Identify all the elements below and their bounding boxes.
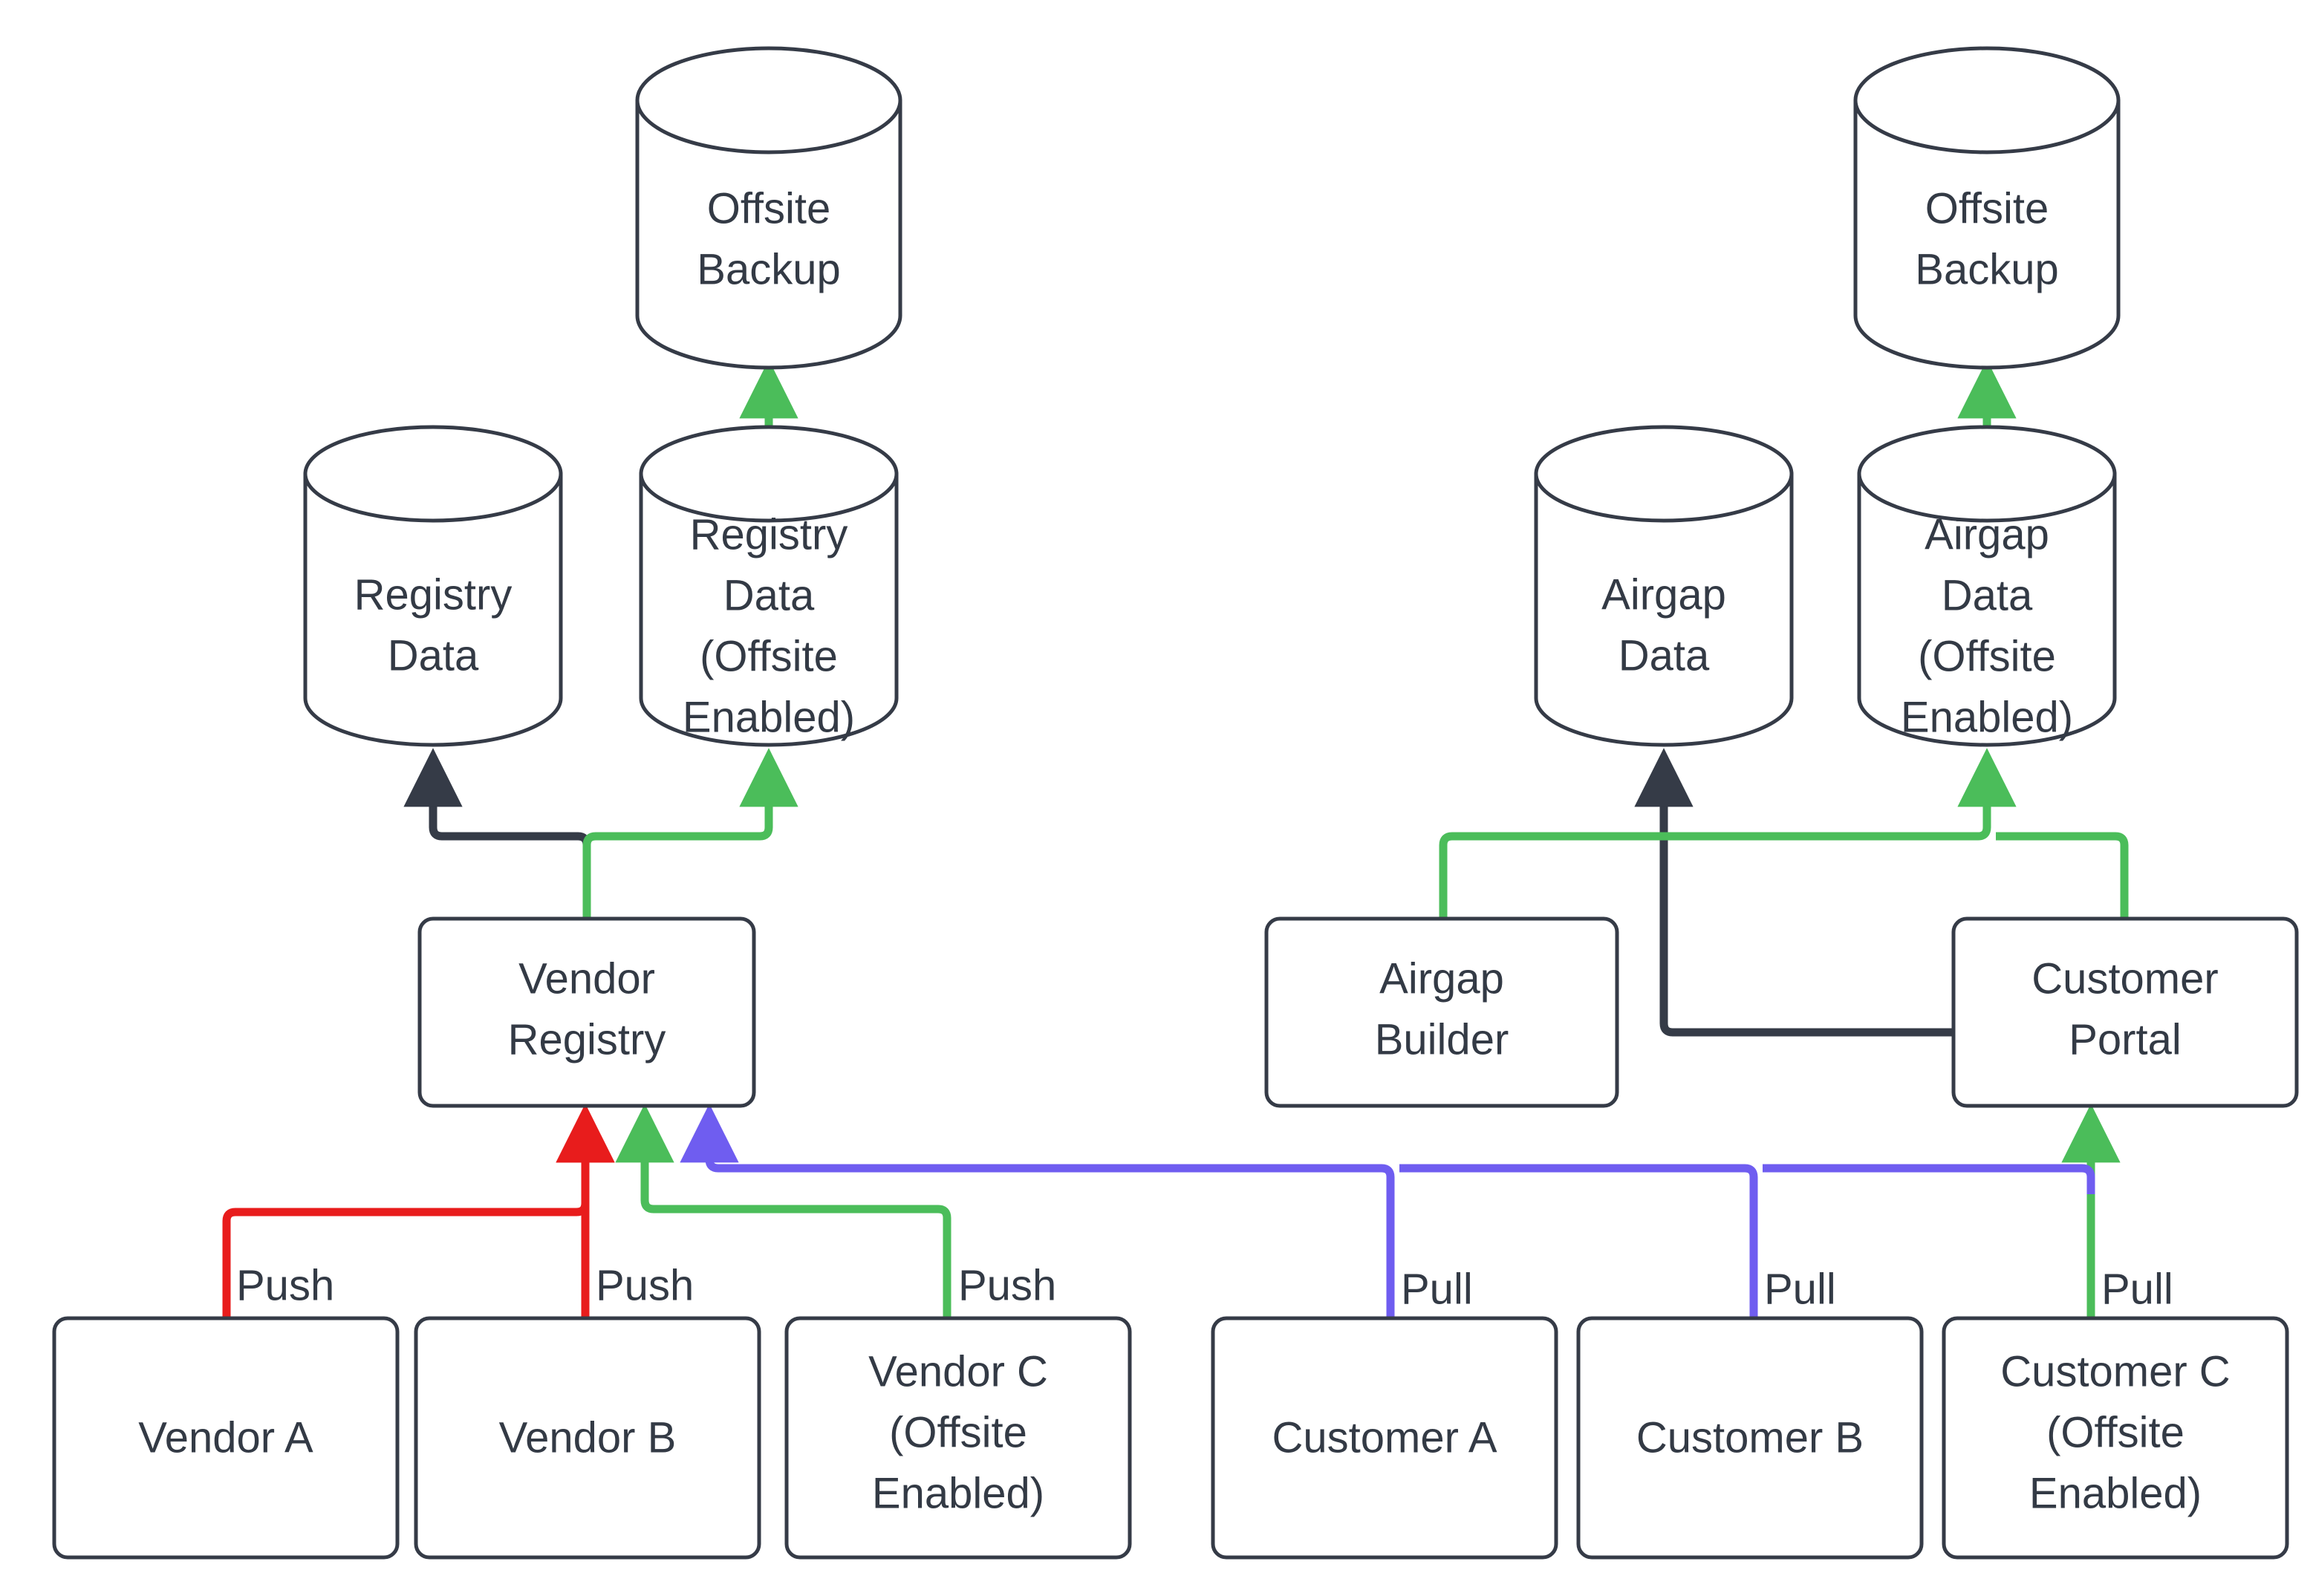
edge-customer-a-pull [680, 1104, 1395, 1317]
node-label-line: Enabled) [683, 693, 855, 741]
node-airgap-builder[interactable]: Airgap Builder [1264, 916, 1619, 1108]
edge-label-customer-c-pull: Pull [2101, 1265, 2173, 1313]
cylinder-top [1853, 46, 2121, 154]
node-label-line: Portal [2069, 1015, 2182, 1064]
node-label-line: Data [1942, 571, 2033, 619]
node-label-line: Backup [697, 245, 840, 293]
node-label-line: Airgap [1601, 570, 1726, 619]
node-box [784, 1316, 1132, 1560]
edge-label-customer-a-pull: Pull [1401, 1265, 1473, 1313]
cylinder-body [303, 472, 563, 747]
node-label-line: (Offsite [1918, 632, 2056, 680]
node-customer-b[interactable]: Customer B [1576, 1316, 1924, 1560]
node-offsite-backup-left[interactable]: Offsite Backup [635, 46, 902, 370]
node-registry-data-offsite[interactable]: Registry Data (Offsite Enabled) [639, 425, 899, 747]
node-label-line: Customer [2031, 954, 2218, 1003]
node-label-line: Registry [690, 510, 848, 558]
edge-registry-data-offsite [582, 748, 798, 917]
node-label-line: (Offsite [889, 1408, 1027, 1456]
node-label-line: Enabled) [1901, 693, 2073, 741]
cylinder-top [639, 425, 899, 523]
node-label-line: Offsite [1925, 184, 2049, 232]
node-label-line: Airgap [1379, 954, 1504, 1003]
node-label-line: Builder [1375, 1015, 1509, 1064]
node-label-line: Vendor C [868, 1347, 1048, 1395]
node-registry-data[interactable]: Registry Data [303, 425, 563, 747]
edge-airgap-data-offsite [1439, 748, 2017, 917]
edge-labels-layer: Push Push Push Pull Pull Pull [236, 1261, 2173, 1313]
node-airgap-data[interactable]: Airgap Data [1534, 425, 1794, 747]
node-label-line: Offsite [707, 184, 831, 232]
node-airgap-data-offsite[interactable]: Airgap Data (Offsite Enabled) [1857, 425, 2117, 747]
edge-customer-b-pull [1399, 1164, 1758, 1317]
node-label-line: Vendor A [138, 1413, 313, 1462]
node-label-line: Data [388, 631, 479, 680]
node-box [1264, 916, 1619, 1108]
cylinder-body [639, 472, 899, 747]
node-vendor-registry[interactable]: Vendor Registry [417, 916, 756, 1108]
node-box [52, 1316, 400, 1560]
node-label-line: Enabled) [2029, 1469, 2202, 1517]
node-label-line: Registry [354, 570, 513, 619]
edge-pull-bus-right [1763, 1164, 2095, 1194]
node-label-line: Data [723, 571, 815, 619]
node-offsite-backup-right[interactable]: Offsite Backup [1853, 46, 2121, 370]
edge-airgap-data [1634, 748, 1953, 1037]
node-label-line: Customer A [1272, 1413, 1497, 1462]
node-label-line: Airgap [1925, 510, 2049, 558]
node-customer-portal[interactable]: Customer Portal [1951, 916, 2299, 1108]
node-label-line: (Offsite [2046, 1408, 2184, 1456]
cylinder-top [635, 46, 902, 154]
node-label-line: Vendor B [499, 1413, 677, 1462]
cylinder-body [1853, 98, 2121, 370]
node-label-line: Customer B [1636, 1413, 1864, 1462]
node-box [417, 916, 756, 1108]
cylinder-body [1857, 472, 2117, 747]
edge-label-customer-b-pull: Pull [1764, 1265, 1836, 1313]
node-label-line: Backup [1915, 245, 2058, 293]
node-label-line: Enabled) [872, 1469, 1044, 1517]
cylinder-top [303, 425, 563, 523]
cylinder-body [635, 98, 902, 370]
node-vendor-b[interactable]: Vendor B [414, 1316, 761, 1560]
cylinder-top [1534, 425, 1794, 523]
edge-label-vendor-a-push: Push [236, 1261, 334, 1309]
node-box [1576, 1316, 1924, 1560]
node-label-line: (Offsite [700, 632, 838, 680]
node-box [1942, 1316, 2289, 1560]
node-box [1211, 1316, 1558, 1560]
node-label-line: Vendor [518, 954, 655, 1003]
edge-vendor-c-push [615, 1104, 951, 1317]
node-box [414, 1316, 761, 1560]
edges-layer [222, 359, 2129, 1317]
edge-label-vendor-c-push: Push [958, 1261, 1056, 1309]
cylinder-top [1857, 425, 2117, 523]
edge-label-vendor-b-push: Push [596, 1261, 694, 1309]
edge-customer-portal-offsite-bus [1996, 832, 2129, 917]
node-label-line: Customer C [2000, 1347, 2230, 1395]
node-label-line: Data [1619, 631, 1710, 680]
node-vendor-c[interactable]: Vendor C (Offsite Enabled) [784, 1316, 1132, 1560]
node-box [1951, 916, 2299, 1108]
node-label-line: Registry [508, 1015, 666, 1064]
node-vendor-a[interactable]: Vendor A [52, 1316, 400, 1560]
node-customer-c[interactable]: Customer C (Offsite Enabled) [1942, 1316, 2289, 1560]
node-customer-a[interactable]: Customer A [1211, 1316, 1558, 1560]
cylinder-body [1534, 472, 1794, 747]
